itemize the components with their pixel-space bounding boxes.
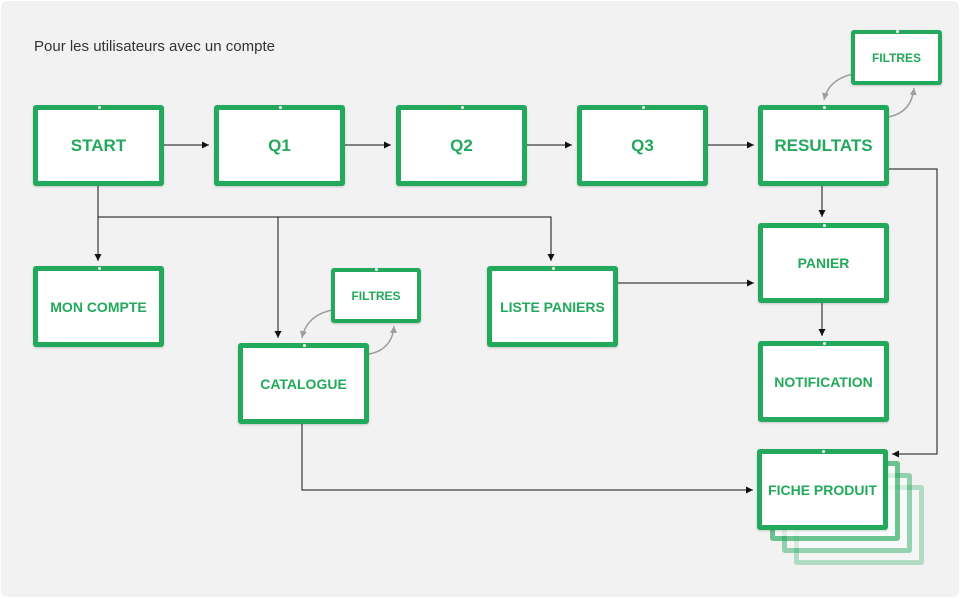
node-filtres-resultats-label: FILTRES [871,50,922,65]
connector-start-liste-paniers [278,216,555,261]
node-fiche-produit[interactable]: FICHE PRODUIT [757,449,888,530]
node-mon-compte[interactable]: MON COMPTE [33,266,164,347]
connector-catalogue-fiche-produit [301,405,753,494]
node-notification-label: NOTIFICATION [774,373,873,390]
node-q3[interactable]: Q3 [577,105,708,186]
node-q3-label: Q3 [631,135,654,155]
node-resultats-label: RESULTATS [774,135,873,155]
node-filtres-catalogue[interactable]: FILTRES [331,268,421,323]
node-notification[interactable]: NOTIFICATION [758,341,889,422]
connector-resultats-fiche-produit [877,168,938,458]
node-filtres-resultats[interactable]: FILTRES [851,30,942,85]
node-q2-label: Q2 [450,135,473,155]
node-panier-label: PANIER [797,255,850,271]
node-liste-paniers[interactable]: LISTE PANIERS [487,266,618,347]
node-mon-compte-label: MON COMPTE [50,298,147,315]
node-fiche-produit-label: FICHE PRODUIT [768,481,877,498]
node-filtres-catalogue-label: FILTRES [351,288,401,303]
node-resultats[interactable]: RESULTATS [758,105,889,186]
node-catalogue[interactable]: CATALOGUE [238,343,369,424]
node-start-label: START [70,135,127,155]
node-panier[interactable]: PANIER [758,223,889,303]
diagram-heading: Pour les utilisateurs avec un compte [34,38,275,55]
node-q1[interactable]: Q1 [214,105,345,186]
node-q2[interactable]: Q2 [396,105,527,186]
node-liste-paniers-label: LISTE PANIERS [500,298,605,315]
node-q1-label: Q1 [268,135,291,155]
node-catalogue-label: CATALOGUE [260,375,347,392]
node-start[interactable]: START [33,105,164,186]
